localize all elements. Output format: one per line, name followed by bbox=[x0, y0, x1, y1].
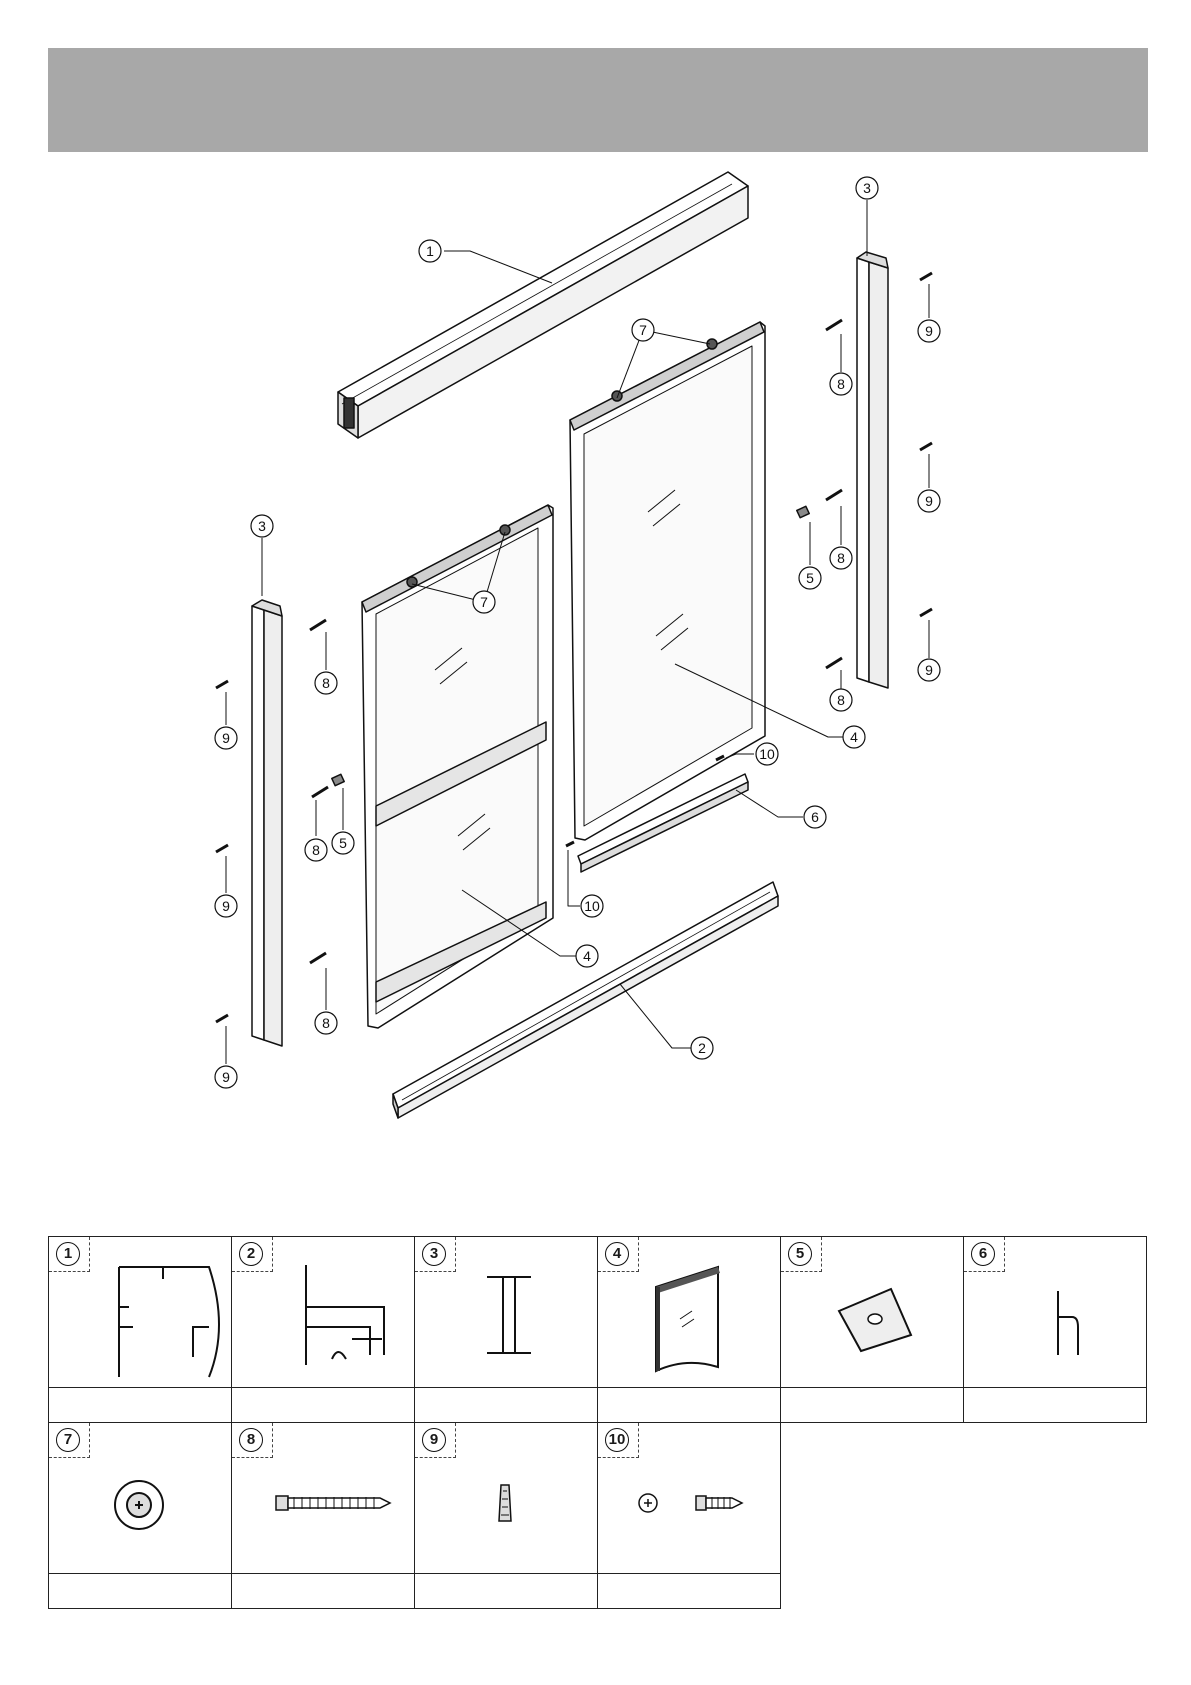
left-door-panel bbox=[362, 505, 553, 1028]
callout-7: 7 bbox=[473, 591, 495, 613]
part-3-label bbox=[415, 1388, 598, 1423]
callout-8: 8 bbox=[830, 689, 852, 711]
part-number: 8 bbox=[239, 1428, 263, 1452]
part-6-label bbox=[964, 1388, 1147, 1423]
callout-9: 9 bbox=[918, 320, 940, 342]
door-panel-icon bbox=[638, 1247, 778, 1382]
svg-text:3: 3 bbox=[258, 518, 266, 534]
callout-9: 9 bbox=[215, 727, 237, 749]
svg-text:10: 10 bbox=[759, 746, 775, 762]
part-number: 6 bbox=[971, 1242, 995, 1266]
callout-4: 4 bbox=[843, 726, 865, 748]
callout-8: 8 bbox=[305, 839, 327, 861]
svg-text:7: 7 bbox=[639, 322, 647, 338]
svg-text:8: 8 bbox=[837, 376, 845, 392]
svg-text:2: 2 bbox=[698, 1040, 706, 1056]
part-10-cell: 10 bbox=[598, 1423, 781, 1574]
callout-4: 4 bbox=[576, 945, 598, 967]
part-5-label bbox=[781, 1388, 964, 1423]
right-door-panel bbox=[570, 322, 765, 840]
callout-5: 5 bbox=[332, 832, 354, 854]
svg-text:8: 8 bbox=[322, 1015, 330, 1031]
svg-text:9: 9 bbox=[222, 1069, 230, 1085]
callout-9: 9 bbox=[918, 490, 940, 512]
part-number: 2 bbox=[239, 1242, 263, 1266]
svg-text:3: 3 bbox=[863, 180, 871, 196]
callout-9: 9 bbox=[918, 659, 940, 681]
part-number: 7 bbox=[56, 1428, 80, 1452]
svg-text:5: 5 bbox=[339, 835, 347, 851]
svg-text:7: 7 bbox=[480, 594, 488, 610]
svg-text:9: 9 bbox=[925, 323, 933, 339]
roller-wheel-icon bbox=[89, 1433, 229, 1568]
callout-7: 7 bbox=[632, 319, 654, 341]
svg-text:10: 10 bbox=[584, 898, 600, 914]
callout-2: 2 bbox=[691, 1037, 713, 1059]
svg-text:8: 8 bbox=[837, 692, 845, 708]
callout-6: 6 bbox=[804, 806, 826, 828]
svg-text:4: 4 bbox=[850, 729, 858, 745]
part-7-cell: 7 bbox=[49, 1423, 232, 1574]
wall-plug-icon bbox=[455, 1433, 595, 1568]
part-6-cell: 6 bbox=[964, 1237, 1147, 1388]
part-8-label bbox=[232, 1574, 415, 1609]
wall-jamb-profile-icon bbox=[455, 1247, 595, 1382]
callout-10: 10 bbox=[756, 743, 778, 765]
part-9-label bbox=[415, 1574, 598, 1609]
part-4-cell: 4 bbox=[598, 1237, 781, 1388]
callout-3: 3 bbox=[856, 177, 878, 199]
svg-text:6: 6 bbox=[811, 809, 819, 825]
part-number: 4 bbox=[605, 1242, 629, 1266]
callout-8: 8 bbox=[830, 547, 852, 569]
svg-text:8: 8 bbox=[837, 550, 845, 566]
part-number: 9 bbox=[422, 1428, 446, 1452]
part-10-label bbox=[598, 1574, 781, 1609]
svg-text:9: 9 bbox=[925, 662, 933, 678]
guide-profile-icon bbox=[1004, 1247, 1144, 1382]
part-1-cell: 1 bbox=[49, 1237, 232, 1388]
callout-9: 9 bbox=[215, 895, 237, 917]
callout-8: 8 bbox=[315, 1012, 337, 1034]
callout-8: 8 bbox=[830, 373, 852, 395]
parts-table: 1 2 3 4 5 6 7 8 9 10 bbox=[48, 1236, 1147, 1609]
part-number: 1 bbox=[56, 1242, 80, 1266]
svg-text:8: 8 bbox=[312, 842, 320, 858]
part-5-cell: 5 bbox=[781, 1237, 964, 1388]
bottom-rail-profile-icon bbox=[272, 1247, 412, 1382]
svg-text:9: 9 bbox=[222, 730, 230, 746]
callout-10: 10 bbox=[581, 895, 603, 917]
svg-text:9: 9 bbox=[222, 898, 230, 914]
right-wall-jamb bbox=[857, 252, 888, 688]
left-wall-jamb bbox=[252, 600, 282, 1046]
part-7-label bbox=[49, 1574, 232, 1609]
callout-3: 3 bbox=[251, 515, 273, 537]
part-number: 5 bbox=[788, 1242, 812, 1266]
part-number: 3 bbox=[422, 1242, 446, 1266]
callout-9: 9 bbox=[215, 1066, 237, 1088]
svg-text:1: 1 bbox=[426, 243, 434, 259]
part-4-label bbox=[598, 1388, 781, 1423]
part-8-cell: 8 bbox=[232, 1423, 415, 1574]
callout-5: 5 bbox=[799, 567, 821, 589]
part-2-cell: 2 bbox=[232, 1237, 415, 1388]
svg-text:9: 9 bbox=[925, 493, 933, 509]
part-9-cell: 9 bbox=[415, 1423, 598, 1574]
part-number: 10 bbox=[605, 1428, 629, 1452]
part-3-cell: 3 bbox=[415, 1237, 598, 1388]
top-rail-profile-icon bbox=[89, 1247, 229, 1382]
part-1-label bbox=[49, 1388, 232, 1423]
callout-1: 1 bbox=[419, 240, 441, 262]
short-screw-icon bbox=[638, 1433, 778, 1568]
callout-8: 8 bbox=[315, 672, 337, 694]
long-screw-icon bbox=[272, 1433, 412, 1568]
door-stop-icon bbox=[821, 1247, 961, 1382]
svg-text:5: 5 bbox=[806, 570, 814, 586]
part-2-label bbox=[232, 1388, 415, 1423]
exploded-assembly-diagram: 1 2 3 3 4 4 5 5 6 7 7 8 8 8 8 8 8 9 9 9 9 9 9 10 10 bbox=[0, 0, 1191, 1170]
svg-text:8: 8 bbox=[322, 675, 330, 691]
svg-text:4: 4 bbox=[583, 948, 591, 964]
